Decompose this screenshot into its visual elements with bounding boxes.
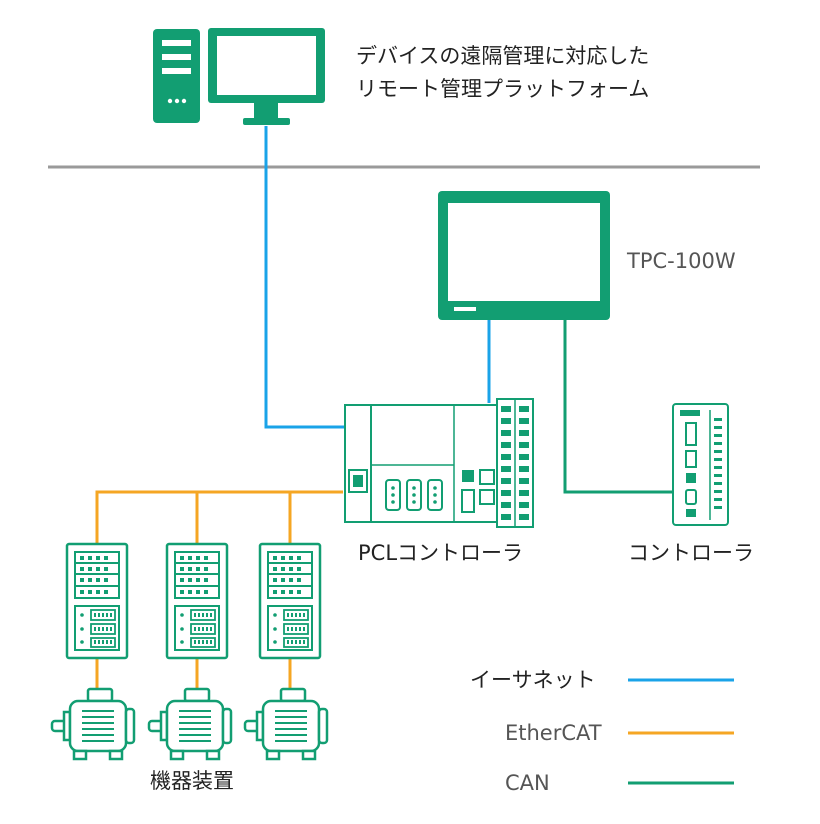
compact-controller-icon [672,403,729,526]
ethernet-links [264,126,491,429]
ethercat-links [95,490,343,694]
hmi-label: TPC-100W [627,249,736,273]
equipment-label: 機器装置 [150,769,234,793]
touch-panel-icon [438,191,610,320]
platform-label: デバイスの遠隔管理に対応した リモート管理プラットフォーム [356,40,649,106]
ethernet-link-pc-plc [264,126,345,429]
motor-icon [147,687,233,761]
desktop-pc-icon [153,29,200,123]
platform-label-line1: デバイスの遠隔管理に対応した [356,44,650,68]
legend-label-can: CAN [505,771,550,795]
legend-label-ethernet: イーサネット [470,668,596,692]
motor-icon [50,687,136,761]
servo-drive-icon [258,542,322,660]
plc-label: PCLコントローラ [358,541,524,565]
controller-label: コントローラ [628,541,754,565]
plc-controller-icon [344,398,534,528]
servo-drive-icon [65,542,129,660]
ethercat-trunk [95,490,343,543]
monitor-icon [208,28,325,125]
legend-lines [628,678,734,785]
motor-icon [243,687,329,761]
legend-label-ethercat: EtherCAT [505,721,602,745]
servo-drive-icon [165,542,229,660]
platform-label-line2: リモート管理プラットフォーム [356,77,650,101]
can-link-hmi-controller [563,320,672,494]
